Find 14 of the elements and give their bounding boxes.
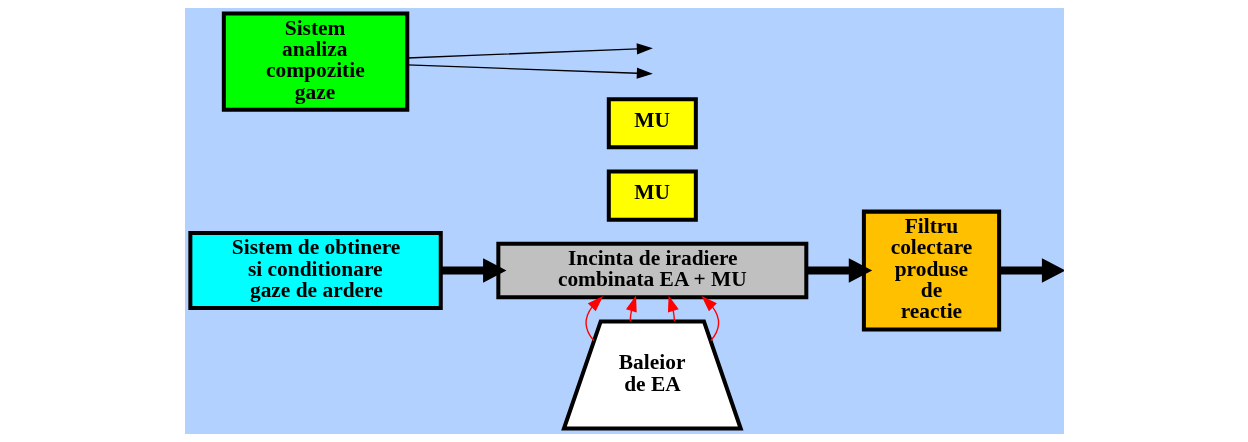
arrow — [440, 258, 506, 283]
arrow — [406, 64, 653, 79]
node-box: Incinta de iradiere combinata EA + MU — [495, 241, 808, 300]
node-box: Sistem analiza compozitie gaze — [221, 11, 409, 112]
arrow — [999, 258, 1064, 283]
arrow — [406, 43, 653, 59]
arrow — [701, 295, 719, 342]
node-box: Sistem de obtinere si conditionare gaze de ardere — [187, 231, 443, 311]
arrow — [584, 295, 603, 342]
node-box: MU — [606, 97, 698, 150]
arrow — [667, 295, 679, 322]
node-box: MU — [606, 169, 698, 222]
node-box: Filtru colectare produse de reactie — [861, 209, 1001, 332]
arrow — [806, 258, 872, 283]
